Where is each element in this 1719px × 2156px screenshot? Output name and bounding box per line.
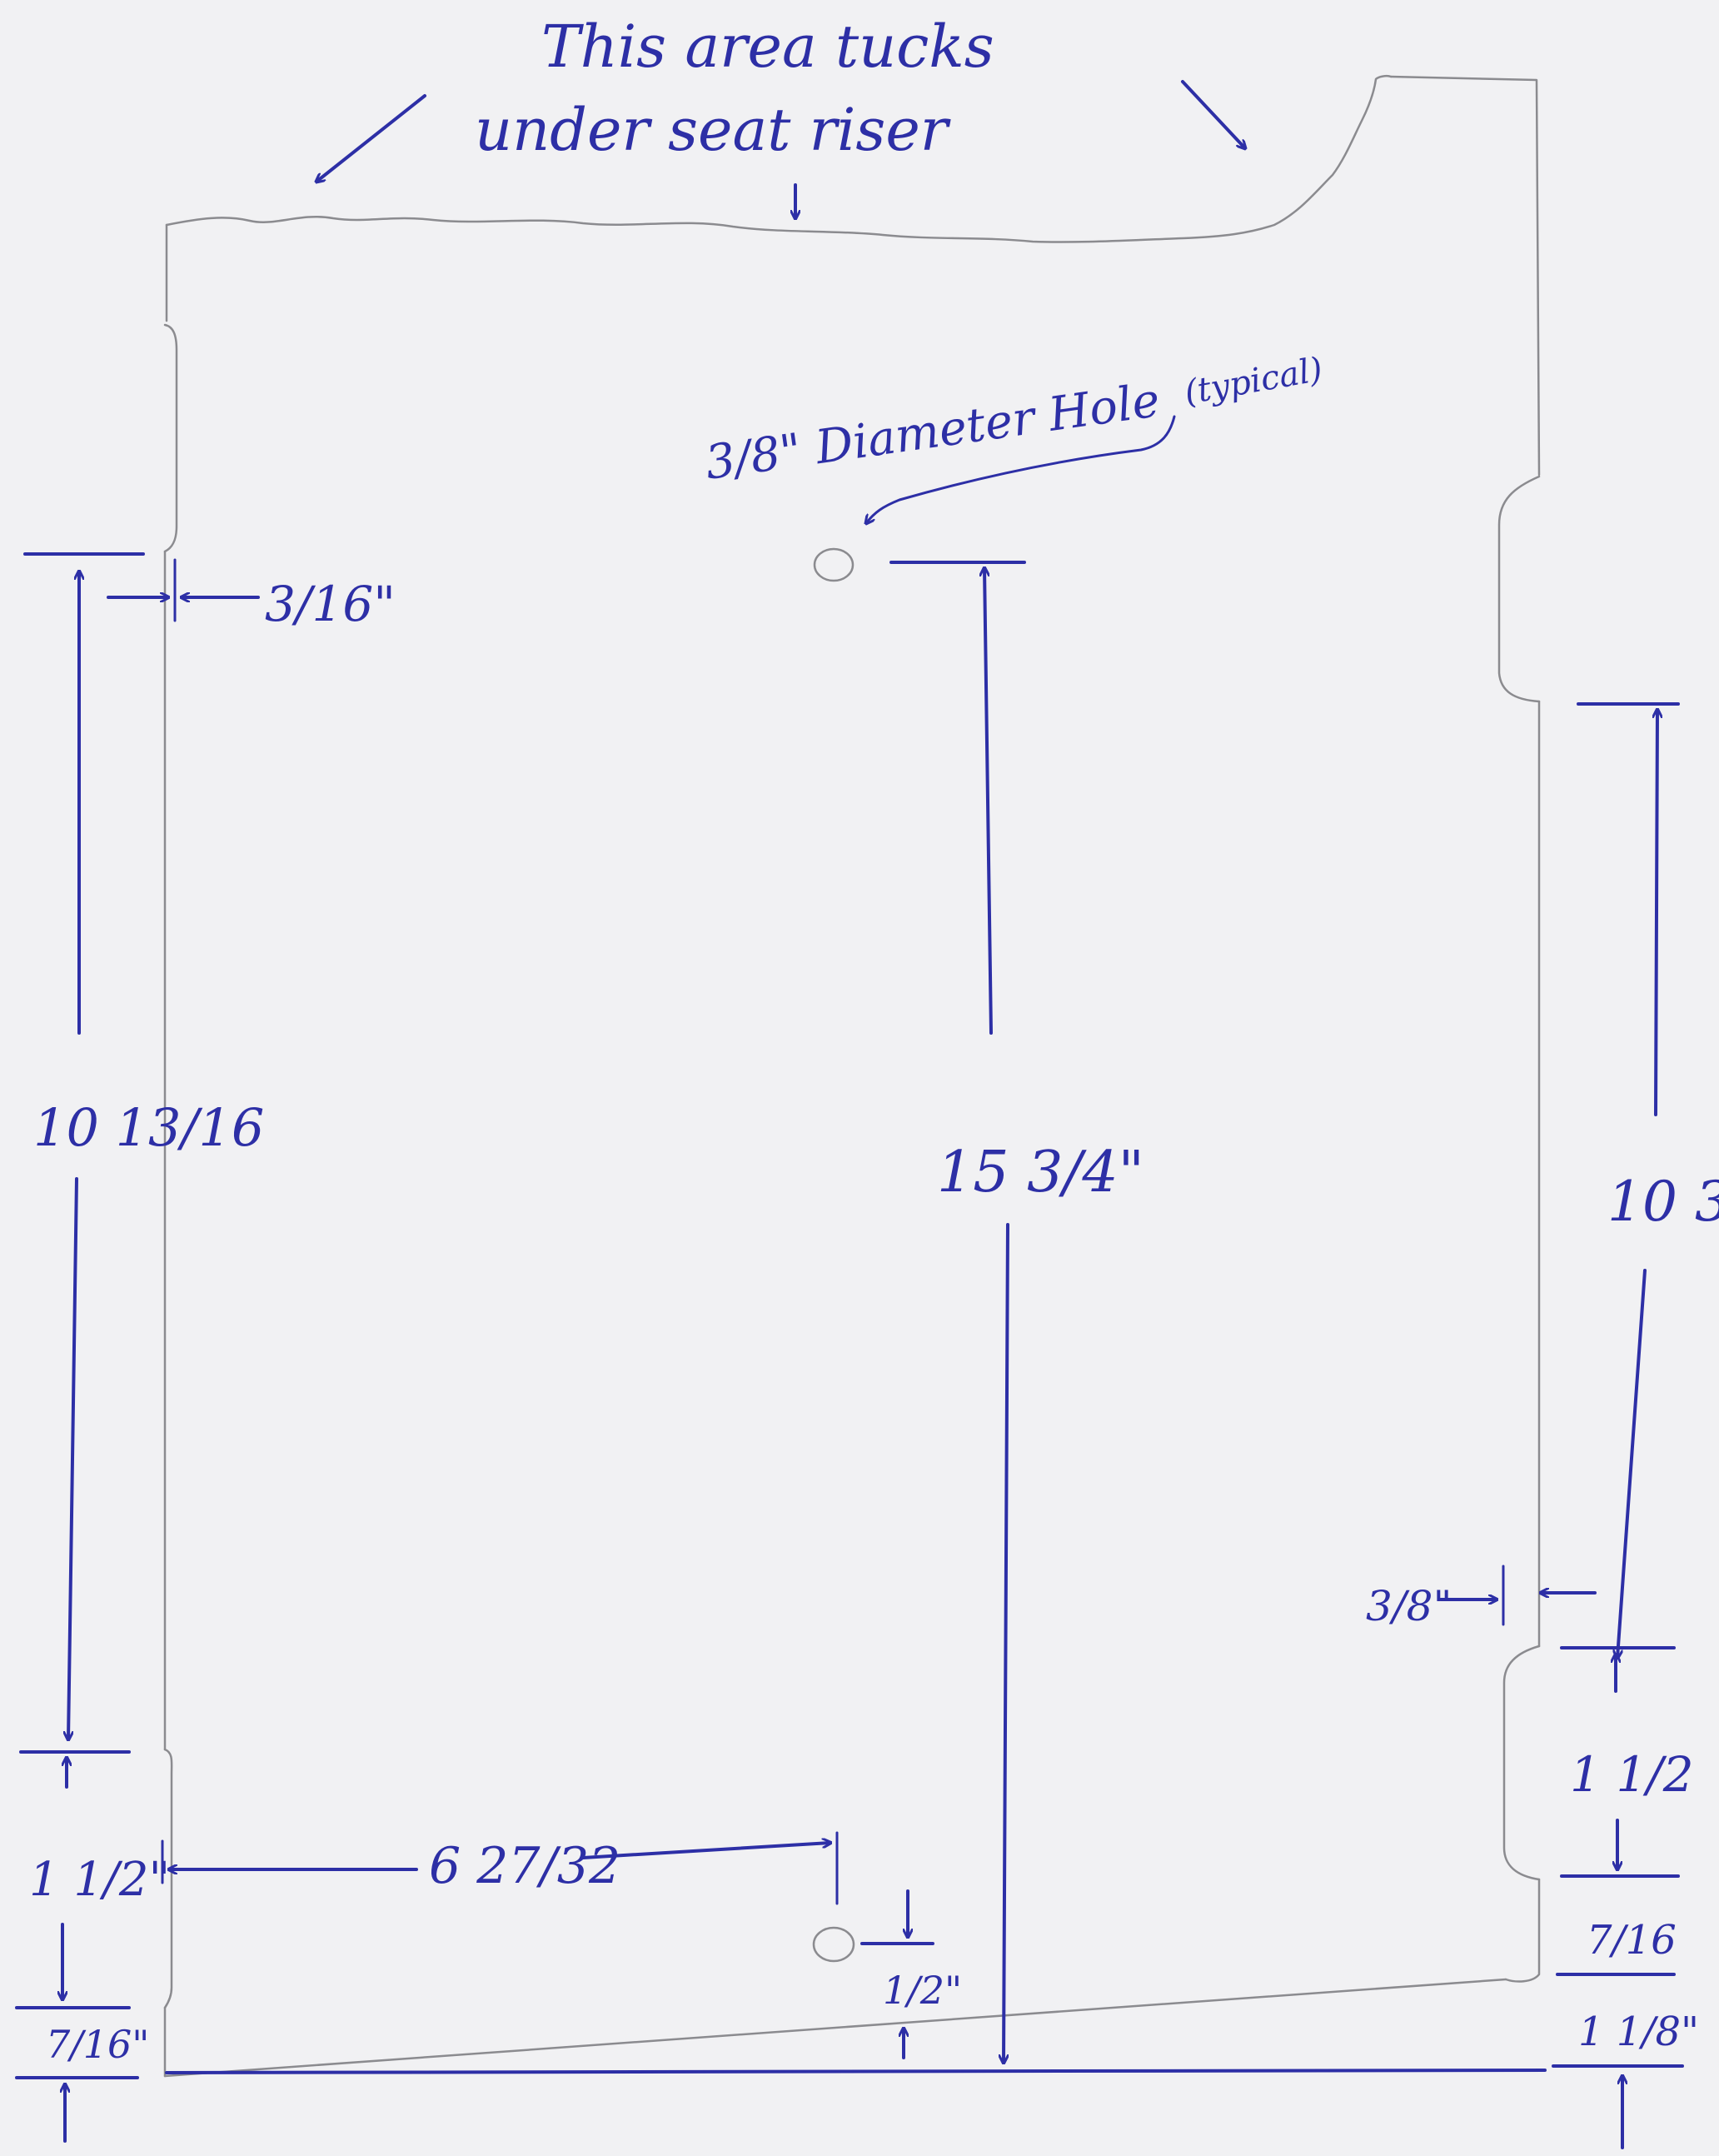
dim-left-notch: 1 1/2" xyxy=(19,1750,170,2001)
hole-label: 3/8" Diameter Hole xyxy=(702,373,1163,491)
dim-right-bottom: 1 1/8" xyxy=(1552,2009,1699,2149)
panel-outline xyxy=(163,74,1541,2078)
annotation-arrow-right xyxy=(1181,80,1245,148)
panel-right-lower-notch xyxy=(1502,1644,1541,1881)
hole-typical-label: (typical) xyxy=(1182,350,1326,412)
dim-right-offset: 3/8" xyxy=(1366,1565,1597,1630)
dim-right-height-arrow-down xyxy=(1617,1269,1647,1658)
dim-left-bottom-label: 7/16" xyxy=(46,2022,149,2067)
top-annotation: This area tucks under seat riser xyxy=(316,12,1245,220)
dim-right-offset-label: 3/8" xyxy=(1366,1582,1452,1630)
dim-right-height: 10 3/4 xyxy=(1577,702,1719,1658)
dim-left-height: 10 13/16 xyxy=(33,570,264,1739)
dim-center-height-arrow-down xyxy=(1004,1223,1009,2063)
panel-right-upper-notch xyxy=(1497,475,1541,703)
panel-bottom-slanted-edge xyxy=(163,1978,1507,2078)
dim-hole-bottom: 1/2" xyxy=(860,1889,962,2059)
bottom-reference-line xyxy=(165,2069,1547,2074)
dim-right-lower: 7/16 xyxy=(1556,1917,1677,1976)
panel-left-lower-notch xyxy=(163,1748,173,2009)
dim-center-height-arrow-up xyxy=(984,568,993,1035)
mounting-hole-lower xyxy=(812,1926,855,1963)
dim-right-notch: 1 1/2 xyxy=(1560,1646,1694,1878)
panel-top-torn-edge xyxy=(165,74,1393,243)
annotation-line-1: This area tucks xyxy=(541,12,994,81)
dim-right-bottom-label: 1 1/8" xyxy=(1578,2009,1699,2055)
dim-left-height-label: 10 13/16 xyxy=(33,1097,264,1158)
dim-left-offset-label: 3/16" xyxy=(265,576,396,632)
panel-right-top-edge xyxy=(1389,75,1541,477)
dim-left-offset: 3/16" xyxy=(23,552,396,632)
dim-center-height-label: 15 3/4" xyxy=(937,1140,1144,1205)
dim-left-notch-label: 1 1/2" xyxy=(29,1853,170,1907)
dim-right-lower-label: 7/16 xyxy=(1587,1917,1677,1964)
dim-left-height-arrow-down xyxy=(68,1177,78,1739)
dim-horizontal-label: 6 27/32 xyxy=(429,1837,620,1895)
hole-annotation: 3/8" Diameter Hole (typical) xyxy=(702,350,1326,523)
dim-right-height-label: 10 3/4 xyxy=(1607,1170,1719,1234)
dim-horizontal-arrow-right xyxy=(581,1843,830,1859)
panel-right-bottom-edge xyxy=(1504,1878,1541,1983)
annotation-line-2: under seat riser xyxy=(475,96,951,164)
dim-center-height: 15 3/4" xyxy=(889,561,1144,2063)
annotation-arrow-left xyxy=(316,94,426,182)
dim-right-height-arrow-up xyxy=(1656,710,1657,1116)
hole-leader-line xyxy=(866,415,1176,523)
dim-hole-bottom-label: 1/2" xyxy=(883,1968,962,2013)
dim-left-bottom: 7/16" xyxy=(15,2006,149,2143)
dim-horizontal: 6 27/32 xyxy=(161,1831,839,1905)
dim-right-notch-label: 1 1/2 xyxy=(1570,1746,1694,1803)
mounting-hole-upper xyxy=(813,547,855,582)
panel-left-upper-notch xyxy=(163,323,178,553)
